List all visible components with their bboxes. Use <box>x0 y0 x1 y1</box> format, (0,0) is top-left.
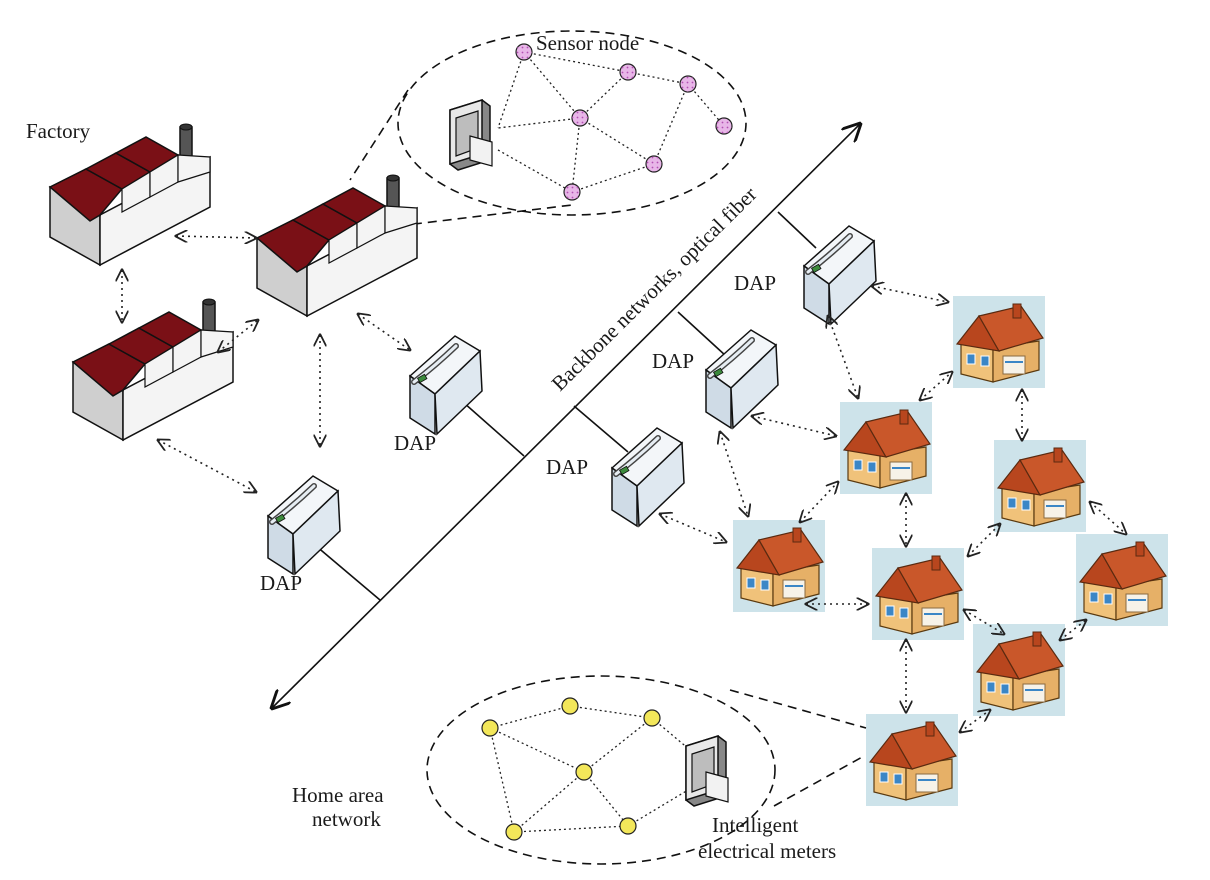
dap-label: DAP <box>652 349 694 373</box>
home-node <box>619 817 637 835</box>
home-callout-line-1 <box>729 689 867 729</box>
dap-device-icon <box>410 336 482 434</box>
home-area-network-boundary <box>426 675 776 865</box>
home-nodes <box>481 697 661 841</box>
house-icon <box>732 519 826 613</box>
meters-label-2: electrical meters <box>698 839 836 863</box>
home-network-links <box>489 705 691 833</box>
house-icon <box>972 623 1066 717</box>
sensor-callout-line-1 <box>349 89 409 181</box>
backbone-line <box>272 124 860 708</box>
factory-links <box>122 236 410 492</box>
home-area-network-label: Home area <box>292 783 384 807</box>
dap-device-icon <box>612 428 684 526</box>
house-icon <box>871 547 965 641</box>
home-callout-line-2 <box>773 755 865 807</box>
factory-icon <box>49 123 211 266</box>
factory-icon <box>72 298 234 441</box>
sensor-links <box>497 51 725 193</box>
factory-label: Factory <box>26 119 91 143</box>
sensor-node-label: Sensor node <box>536 31 639 55</box>
dap-spur-3 <box>573 405 629 453</box>
dap-device-icon <box>706 330 778 428</box>
house-icon <box>952 295 1046 389</box>
dap-device-icon <box>268 476 340 574</box>
home-area-network-label-2: network <box>312 807 381 831</box>
dap-label: DAP <box>546 455 588 479</box>
home-node <box>643 709 661 727</box>
factory-icon <box>256 174 418 317</box>
house-icon <box>839 401 933 495</box>
dap-spur-5 <box>777 211 817 249</box>
meters-label: Intelligent <box>712 813 798 837</box>
house-icon <box>993 439 1087 533</box>
dap-device-icon <box>804 226 876 324</box>
house-icon <box>1075 533 1169 627</box>
dap-label: DAP <box>734 271 776 295</box>
sensor-network-boundary <box>397 30 747 216</box>
home-meter-icon <box>685 735 729 807</box>
sensor-nodes <box>515 43 733 201</box>
house-links <box>660 286 1126 732</box>
home-node <box>561 697 579 715</box>
home-node <box>481 719 499 737</box>
sensor-meter-icon <box>449 99 493 171</box>
house-icon <box>865 713 959 807</box>
dap-spur-4 <box>677 311 727 357</box>
dap-label: DAP <box>394 431 436 455</box>
home-node <box>575 763 593 781</box>
dap-label: DAP <box>260 571 302 595</box>
sensor-callout-line-2 <box>397 204 573 227</box>
home-node <box>505 823 523 841</box>
